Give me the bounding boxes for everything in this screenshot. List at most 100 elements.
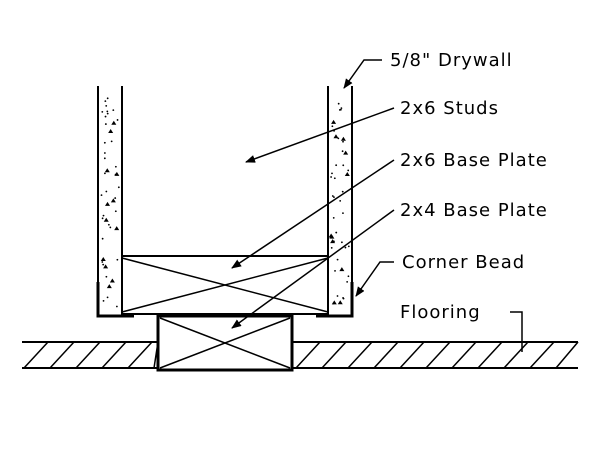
- drywall-speck: [101, 261, 104, 263]
- drywall-speck: [347, 169, 350, 172]
- floor-hatch-line: [23, 341, 49, 369]
- drywall-speck: [103, 152, 106, 154]
- drywall-speck: [104, 115, 107, 118]
- drywall-speck: [342, 164, 345, 167]
- drywall-aggregate: [340, 136, 346, 141]
- drywall-aggregate: [343, 150, 349, 155]
- drywall-speck: [110, 140, 113, 143]
- floor-hatch-line: [49, 341, 75, 369]
- floor-hatch-line: [529, 341, 555, 369]
- drywall-aggregate: [114, 226, 120, 231]
- floor-hatch-line: [451, 341, 477, 369]
- drywall-speck: [330, 176, 333, 178]
- drywall-speck: [332, 302, 335, 305]
- drywall-speck: [331, 195, 334, 197]
- drywall-speck: [114, 165, 117, 168]
- drywall-speck: [105, 190, 108, 193]
- drywall-speck: [339, 199, 342, 202]
- drywall-speck: [341, 150, 344, 153]
- drywall-speck: [102, 299, 105, 302]
- drywall-speck: [101, 110, 104, 113]
- drywall-aggregate: [105, 201, 111, 206]
- drywall-speck: [336, 295, 339, 297]
- drywall-speck: [335, 231, 338, 234]
- drywall-speck: [114, 210, 117, 213]
- drywall-speck: [100, 194, 103, 197]
- drywall-aggregate: [106, 284, 112, 289]
- drywall-speck: [115, 305, 118, 308]
- drywall-speck: [342, 212, 344, 215]
- drywall-speck: [105, 275, 108, 278]
- label-base-plate-2x6: 2x6 Base Plate: [400, 150, 548, 171]
- drywall-speck: [339, 108, 342, 111]
- label-corner-bead: Corner Bead: [402, 252, 525, 273]
- floor-hatch-line: [75, 341, 101, 369]
- drywall-speck: [103, 157, 106, 160]
- drywall-speck: [330, 246, 333, 249]
- drywall-speck: [346, 280, 349, 283]
- drywall-speck: [336, 258, 339, 261]
- drywall-aggregate: [331, 119, 337, 124]
- drywall-speck: [344, 246, 347, 249]
- drywall-aggregate: [109, 278, 115, 283]
- drywall-aggregate: [110, 198, 116, 203]
- drywall-aggregate: [103, 217, 109, 222]
- drywall-speck: [116, 119, 119, 121]
- drywall-right: [327, 86, 353, 316]
- drywall-speck: [105, 104, 108, 107]
- drywall-speck: [117, 186, 120, 189]
- drywall-speck: [101, 217, 104, 220]
- drywall-speck: [331, 125, 334, 128]
- floor-hatch-line: [321, 341, 347, 369]
- label-base-plate-2x4: 2x4 Base Plate: [400, 200, 548, 221]
- drywall-aggregate: [103, 264, 109, 269]
- drywall-speck: [112, 109, 115, 112]
- drywall-speck: [104, 123, 107, 125]
- drywall-speck: [337, 102, 340, 105]
- floor-hatch-line: [347, 341, 373, 369]
- base-plate-2x4: [156, 314, 294, 372]
- drywall-aggregate: [100, 256, 106, 261]
- base-plate-2x6: [121, 255, 329, 315]
- drywall-aggregate: [329, 234, 335, 239]
- corner-bead: [96, 282, 354, 318]
- drywall-speck: [103, 141, 106, 144]
- drywall-speck: [347, 275, 350, 278]
- drywall-speck: [114, 197, 117, 199]
- floor-hatch-line: [477, 341, 503, 369]
- drywall-aggregate: [108, 129, 114, 134]
- drywall-speck: [340, 241, 343, 244]
- drywall-aggregate: [104, 168, 110, 173]
- drywall-speck: [335, 164, 338, 167]
- drywall-speck: [331, 172, 333, 175]
- drywall-speck: [333, 240, 335, 243]
- label-studs: 2x6 Studs: [400, 98, 499, 119]
- floor-hatch-line: [503, 341, 529, 369]
- drywall-speck: [106, 112, 109, 115]
- drywall-speck: [102, 263, 105, 266]
- label-drywall: 5/8" Drywall: [390, 50, 513, 71]
- floor-hatch-line: [295, 341, 321, 369]
- drywall-aggregate: [111, 120, 117, 125]
- drywall-speck: [342, 140, 344, 143]
- drywall-speck: [106, 97, 109, 100]
- floor-hatch-line: [101, 341, 127, 369]
- drywall-speck: [116, 258, 119, 261]
- drywall-speck: [334, 269, 336, 272]
- drywall-speck: [101, 237, 104, 240]
- floor-hatch-line: [127, 341, 153, 369]
- drywall-speck: [333, 177, 336, 180]
- drywall-speck: [106, 296, 109, 299]
- drywall-speck: [342, 297, 345, 300]
- drywall-speck: [104, 100, 107, 103]
- drywall-speck: [332, 216, 335, 219]
- floor-hatch-line: [425, 341, 451, 369]
- floor-hatch-line: [555, 341, 579, 369]
- drywall-speck: [340, 107, 343, 110]
- leader-lines: [231, 59, 523, 352]
- floor-hatch-line: [373, 341, 399, 369]
- drywall-speck: [333, 196, 335, 199]
- drywall-speck: [109, 226, 112, 229]
